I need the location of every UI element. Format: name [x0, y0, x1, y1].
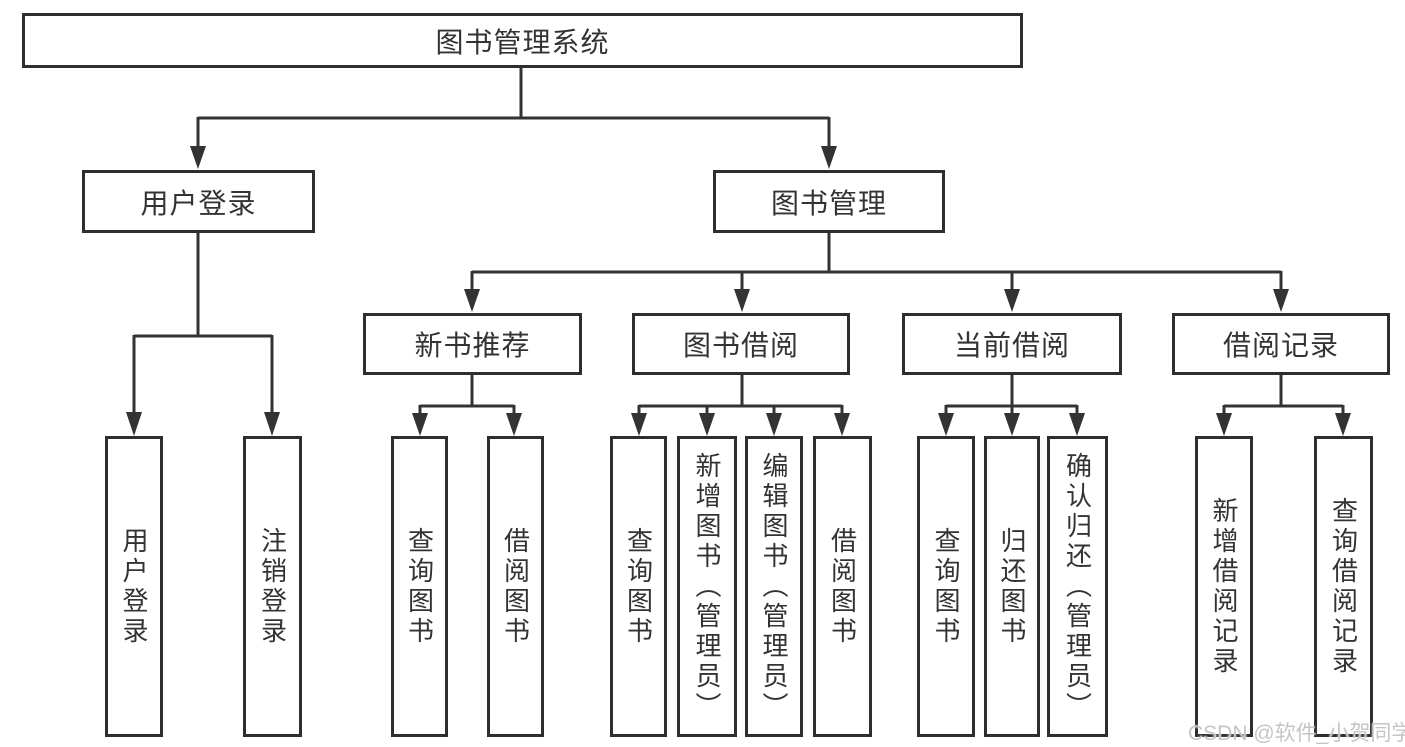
leaf-add-borrow-record: 新增借阅记录	[1195, 436, 1253, 737]
leaf-user-login: 用户登录	[105, 436, 163, 737]
node-borrow-records: 借阅记录	[1172, 313, 1390, 375]
leaf-borrow-books: 借阅图书	[813, 436, 872, 737]
leaf-query-books-recommend: 查询图书	[391, 436, 448, 737]
csdn-watermark: CSDN @软件_小贺同学	[1188, 722, 1405, 745]
leaf-borrow-books-recommend: 借阅图书	[487, 436, 544, 737]
leaf-query-borrow-record: 查询借阅记录	[1314, 436, 1373, 737]
node-book-management: 图书管理	[713, 170, 945, 233]
leaf-query-books-borrow: 查询图书	[610, 436, 667, 737]
leaf-return-books: 归还图书	[984, 436, 1040, 737]
leaf-query-books-current: 查询图书	[917, 436, 975, 737]
node-user-login: 用户登录	[82, 170, 315, 233]
node-new-book-recommend: 新书推荐	[363, 313, 582, 375]
leaf-confirm-return-admin: 确认归还（管理员）	[1047, 436, 1108, 737]
node-current-borrow: 当前借阅	[902, 313, 1122, 375]
node-root-library-system: 图书管理系统	[22, 13, 1023, 68]
leaf-edit-books-admin: 编辑图书（管理员）	[745, 436, 803, 737]
leaf-add-books-admin: 新增图书（管理员）	[677, 436, 737, 737]
node-book-borrow: 图书借阅	[632, 313, 850, 375]
leaf-logout: 注销登录	[243, 436, 302, 737]
